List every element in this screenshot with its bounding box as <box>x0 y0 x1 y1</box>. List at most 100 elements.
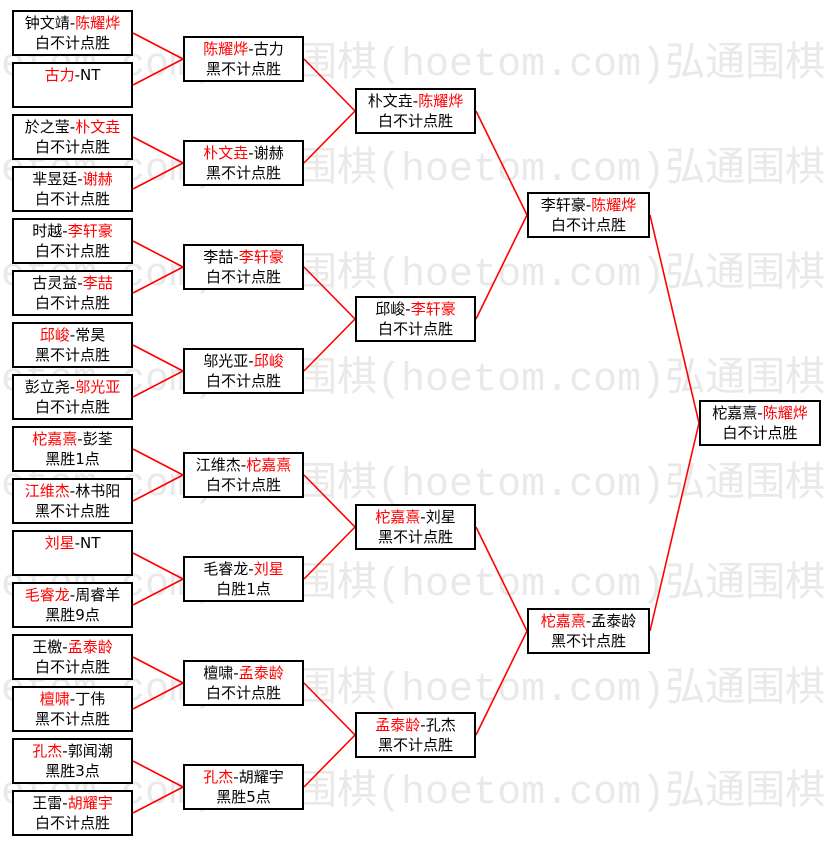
name-separator: - <box>77 274 83 292</box>
match-players: 孟泰龄-孔杰 <box>357 715 474 735</box>
match-players: 朴文垚-谢赫 <box>185 143 302 163</box>
bracket-connector <box>132 786 184 814</box>
match-players: 邱峻-李轩豪 <box>357 299 474 319</box>
match-result <box>14 553 131 573</box>
match-result: 白不计点胜 <box>722 424 798 442</box>
match-result: 白不计点胜 <box>34 814 110 832</box>
name-separator: - <box>405 300 411 318</box>
player-1-name: 彭立尧 <box>24 378 70 396</box>
bracket-connector <box>132 162 184 190</box>
match-box-round-3: 柁嘉熹-刘星黑不计点胜 <box>355 504 476 550</box>
bracket-connector <box>132 578 184 606</box>
match-result: 白不计点胜 <box>377 320 453 338</box>
match-result: 黑胜9点 <box>45 606 100 624</box>
name-separator: - <box>420 508 426 526</box>
bracket-connector <box>132 266 184 294</box>
match-players: 李轩豪-陈耀烨 <box>529 195 648 215</box>
player-1-name: 王檄 <box>32 638 63 656</box>
match-box-round-2: 朴文垚-谢赫黑不计点胜 <box>183 140 304 186</box>
match-box-round-1: 芈昱廷-谢赫白不计点胜 <box>12 166 133 212</box>
match-result: 黑不计点胜 <box>377 736 453 754</box>
match-box-round-2: 邬光亚-邱峻白不计点胜 <box>183 348 304 394</box>
name-separator: - <box>74 66 81 84</box>
match-players: 王檄-孟泰龄 <box>14 637 131 657</box>
bracket-connector <box>475 630 528 736</box>
match-box-round-1: 时越-李轩豪白不计点胜 <box>12 218 133 264</box>
name-separator: - <box>69 586 76 604</box>
bracket-connector <box>303 526 356 580</box>
match-players: 彭立尧-邬光亚 <box>14 377 131 397</box>
match-box-round-1: 江维杰-林书阳黑不计点胜 <box>12 478 133 524</box>
bracket-connector <box>132 58 184 86</box>
player-2-name: 李轩豪 <box>410 300 456 318</box>
player-2-name: 常昊 <box>75 326 106 344</box>
player-2-name: 林书阳 <box>75 482 121 500</box>
player-1-name: 孟泰龄 <box>375 716 421 734</box>
match-result: 白不计点胜 <box>34 658 110 676</box>
match-box-round-3: 孟泰龄-孔杰黑不计点胜 <box>355 712 476 758</box>
match-result: 黑胜3点 <box>45 762 100 780</box>
match-box-round-1: 钟文靖-陈耀烨白不计点胜 <box>12 10 133 56</box>
name-separator: - <box>412 92 419 110</box>
bracket-connector <box>132 552 184 580</box>
bracket-connector <box>649 422 700 632</box>
match-result: 白不计点胜 <box>34 294 110 312</box>
name-separator: - <box>74 534 81 552</box>
match-players: 时越-李轩豪 <box>14 221 131 241</box>
match-result: 白不计点胜 <box>34 138 110 156</box>
match-box-round-4: 柁嘉熹-孟泰龄黑不计点胜 <box>527 608 650 654</box>
player-1-name: 孔杰 <box>32 742 63 760</box>
match-box-round-1: 檀啸-丁伟黑不计点胜 <box>12 686 133 732</box>
player-1-name: 李喆 <box>203 248 234 266</box>
match-players: 柁嘉熹-彭荃 <box>14 429 131 449</box>
name-separator: - <box>62 794 68 812</box>
match-players: 柁嘉熹-陈耀烨 <box>701 403 819 423</box>
name-separator: - <box>757 404 763 422</box>
match-players: 江维杰-林书阳 <box>14 481 131 501</box>
bracket-connector <box>132 344 184 372</box>
match-players: 刘星-NT <box>14 533 131 553</box>
match-result: 白不计点胜 <box>205 684 281 702</box>
player-1-name: 江维杰 <box>24 482 70 500</box>
match-box-round-2: 陈耀烨-古力黑不计点胜 <box>183 36 304 82</box>
match-box-round-2: 李喆-李轩豪白不计点胜 <box>183 244 304 290</box>
match-box-round-3: 邱峻-李轩豪白不计点胜 <box>355 296 476 342</box>
bracket-connector <box>132 370 184 398</box>
player-2-name: 柁嘉熹 <box>246 456 292 474</box>
match-result: 黑不计点胜 <box>205 164 281 182</box>
match-players: 朴文垚-陈耀烨 <box>357 91 474 111</box>
player-2-name: 谢赫 <box>253 144 284 162</box>
match-result <box>14 85 131 105</box>
name-separator: - <box>420 716 426 734</box>
bracket-connector <box>303 474 356 528</box>
name-separator: - <box>77 170 83 188</box>
player-1-name: 邱峻 <box>375 300 406 318</box>
player-2-name: 陈耀烨 <box>418 92 464 110</box>
match-box-round-2: 孔杰-胡耀宇黑胜5点 <box>183 764 304 810</box>
player-1-name: 陈耀烨 <box>203 40 249 58</box>
match-players: 孔杰-郭闻潮 <box>14 741 131 761</box>
name-separator: - <box>585 612 592 630</box>
match-result: 黑胜5点 <box>216 788 271 806</box>
match-players: 於之莹-朴文垚 <box>14 117 131 137</box>
match-result: 黑不计点胜 <box>205 60 281 78</box>
player-2-name: 丁伟 <box>75 690 106 708</box>
name-separator: - <box>62 222 68 240</box>
player-1-name: 邬光亚 <box>203 352 249 370</box>
bracket-connector <box>303 110 356 164</box>
player-2-name: 陈耀烨 <box>75 14 121 32</box>
player-1-name: 柁嘉熹 <box>375 508 421 526</box>
player-2-name: 李喆 <box>82 274 113 292</box>
player-1-name: 柁嘉熹 <box>540 612 586 630</box>
match-players: 江维杰-柁嘉熹 <box>185 455 302 475</box>
name-separator: - <box>62 742 68 760</box>
player-2-name: 刘星 <box>253 560 284 578</box>
final-match-box: 柁嘉熹-陈耀烨白不计点胜 <box>699 400 821 446</box>
match-players: 陈耀烨-古力 <box>185 39 302 59</box>
player-1-name: 於之莹 <box>24 118 70 136</box>
bracket-connector <box>475 110 528 216</box>
player-2-name: 陈耀烨 <box>762 404 808 422</box>
match-box-round-1: 柁嘉熹-彭荃黑胜1点 <box>12 426 133 472</box>
bracket-connector <box>649 214 700 424</box>
